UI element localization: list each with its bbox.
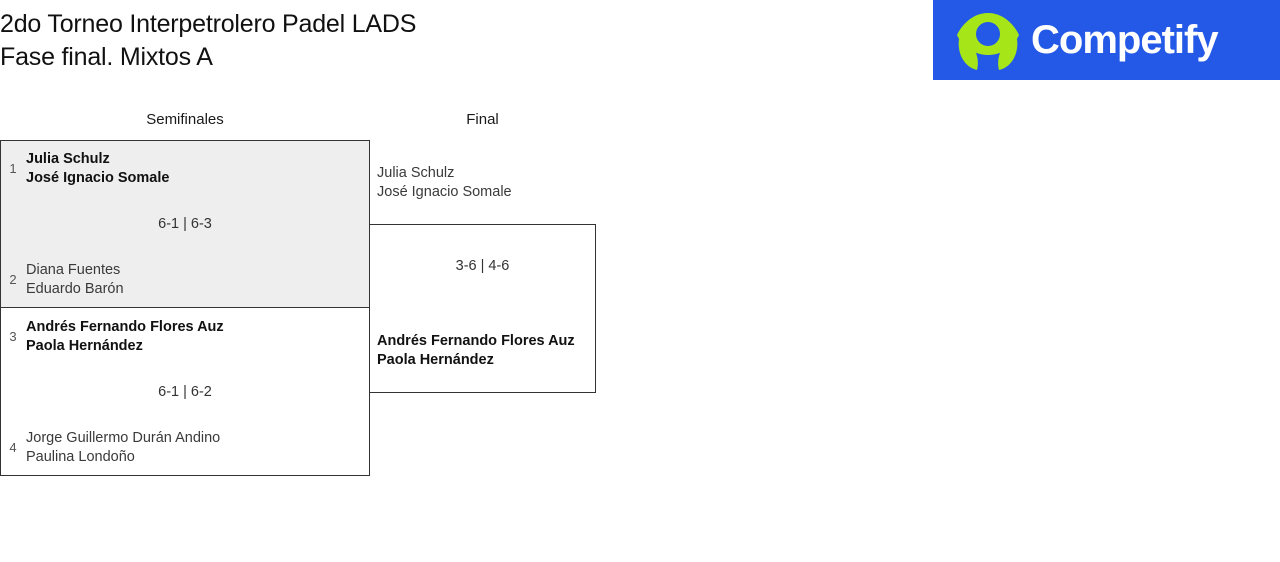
team-name-block: Julia Schulz José Ignacio Somale: [377, 164, 512, 202]
match-final-team-bottom[interactable]: Andrés Fernando Flores Auz Paola Hernánd…: [369, 330, 596, 372]
player-name: José Ignacio Somale: [26, 170, 170, 186]
match-semifinal-1-team-top[interactable]: 1 Julia Schulz José Ignacio Somale: [0, 148, 370, 190]
match-final-team-top[interactable]: Julia Schulz José Ignacio Somale: [369, 162, 596, 204]
seed-number: 1: [9, 161, 17, 176]
match-final[interactable]: [369, 224, 596, 393]
player-name: Eduardo Barón: [26, 281, 124, 297]
page-title-line-1: 2do Torneo Interpetrolero Padel LADS: [0, 10, 417, 38]
seed-number: 2: [9, 272, 17, 287]
team-name-block: Andrés Fernando Flores Auz Paola Hernánd…: [26, 318, 224, 356]
match-final-score: 3-6 | 4-6: [455, 258, 510, 274]
player-name: Andrés Fernando Flores Auz: [377, 333, 575, 349]
player-name: Paulina Londoño: [26, 449, 135, 465]
page-title: 2do Torneo Interpetrolero Padel LADS Fas…: [0, 8, 700, 74]
brand-wordmark: Competify: [1031, 18, 1219, 62]
team-name-block: Andrés Fernando Flores Auz Paola Hernánd…: [377, 332, 575, 370]
player-name: Diana Fuentes: [26, 262, 121, 278]
match-semifinal-2-score: 6-1 | 6-2: [158, 384, 212, 400]
player-name: Julia Schulz: [26, 151, 110, 167]
match-semifinal-1[interactable]: [0, 140, 370, 308]
player-name: Paola Hernández: [377, 352, 494, 368]
seed-number: 3: [9, 329, 17, 344]
brand-banner: Competify: [933, 0, 1280, 80]
match-semifinal-1-team-bottom[interactable]: 2 Diana Fuentes Eduardo Barón: [0, 259, 370, 301]
team-name-block: Julia Schulz José Ignacio Somale: [26, 150, 169, 188]
round-header-semifinals: Semifinales: [146, 111, 224, 128]
player-name: Jorge Guillermo Durán Andino: [26, 430, 221, 446]
player-name: Andrés Fernando Flores Auz: [26, 319, 224, 335]
page-title-line-2: Fase final. Mixtos A: [0, 43, 213, 71]
match-semifinal-2-team-bottom[interactable]: 4 Jorge Guillermo Durán Andino Paulina L…: [0, 427, 370, 469]
competify-person-eye-icon: [957, 13, 1019, 70]
player-name: José Ignacio Somale: [377, 184, 512, 200]
match-semifinal-2-team-top[interactable]: 3 Andrés Fernando Flores Auz Paola Herná…: [0, 316, 370, 358]
round-header-final: Final: [466, 111, 499, 128]
match-semifinal-1-score: 6-1 | 6-3: [158, 216, 212, 232]
player-name: Julia Schulz: [377, 165, 455, 181]
player-name: Paola Hernández: [26, 338, 143, 354]
team-name-block: Jorge Guillermo Durán Andino Paulina Lon…: [26, 429, 220, 467]
match-semifinal-2[interactable]: [0, 307, 370, 476]
seed-number: 4: [9, 440, 17, 455]
team-name-block: Diana Fuentes Eduardo Barón: [26, 261, 124, 299]
